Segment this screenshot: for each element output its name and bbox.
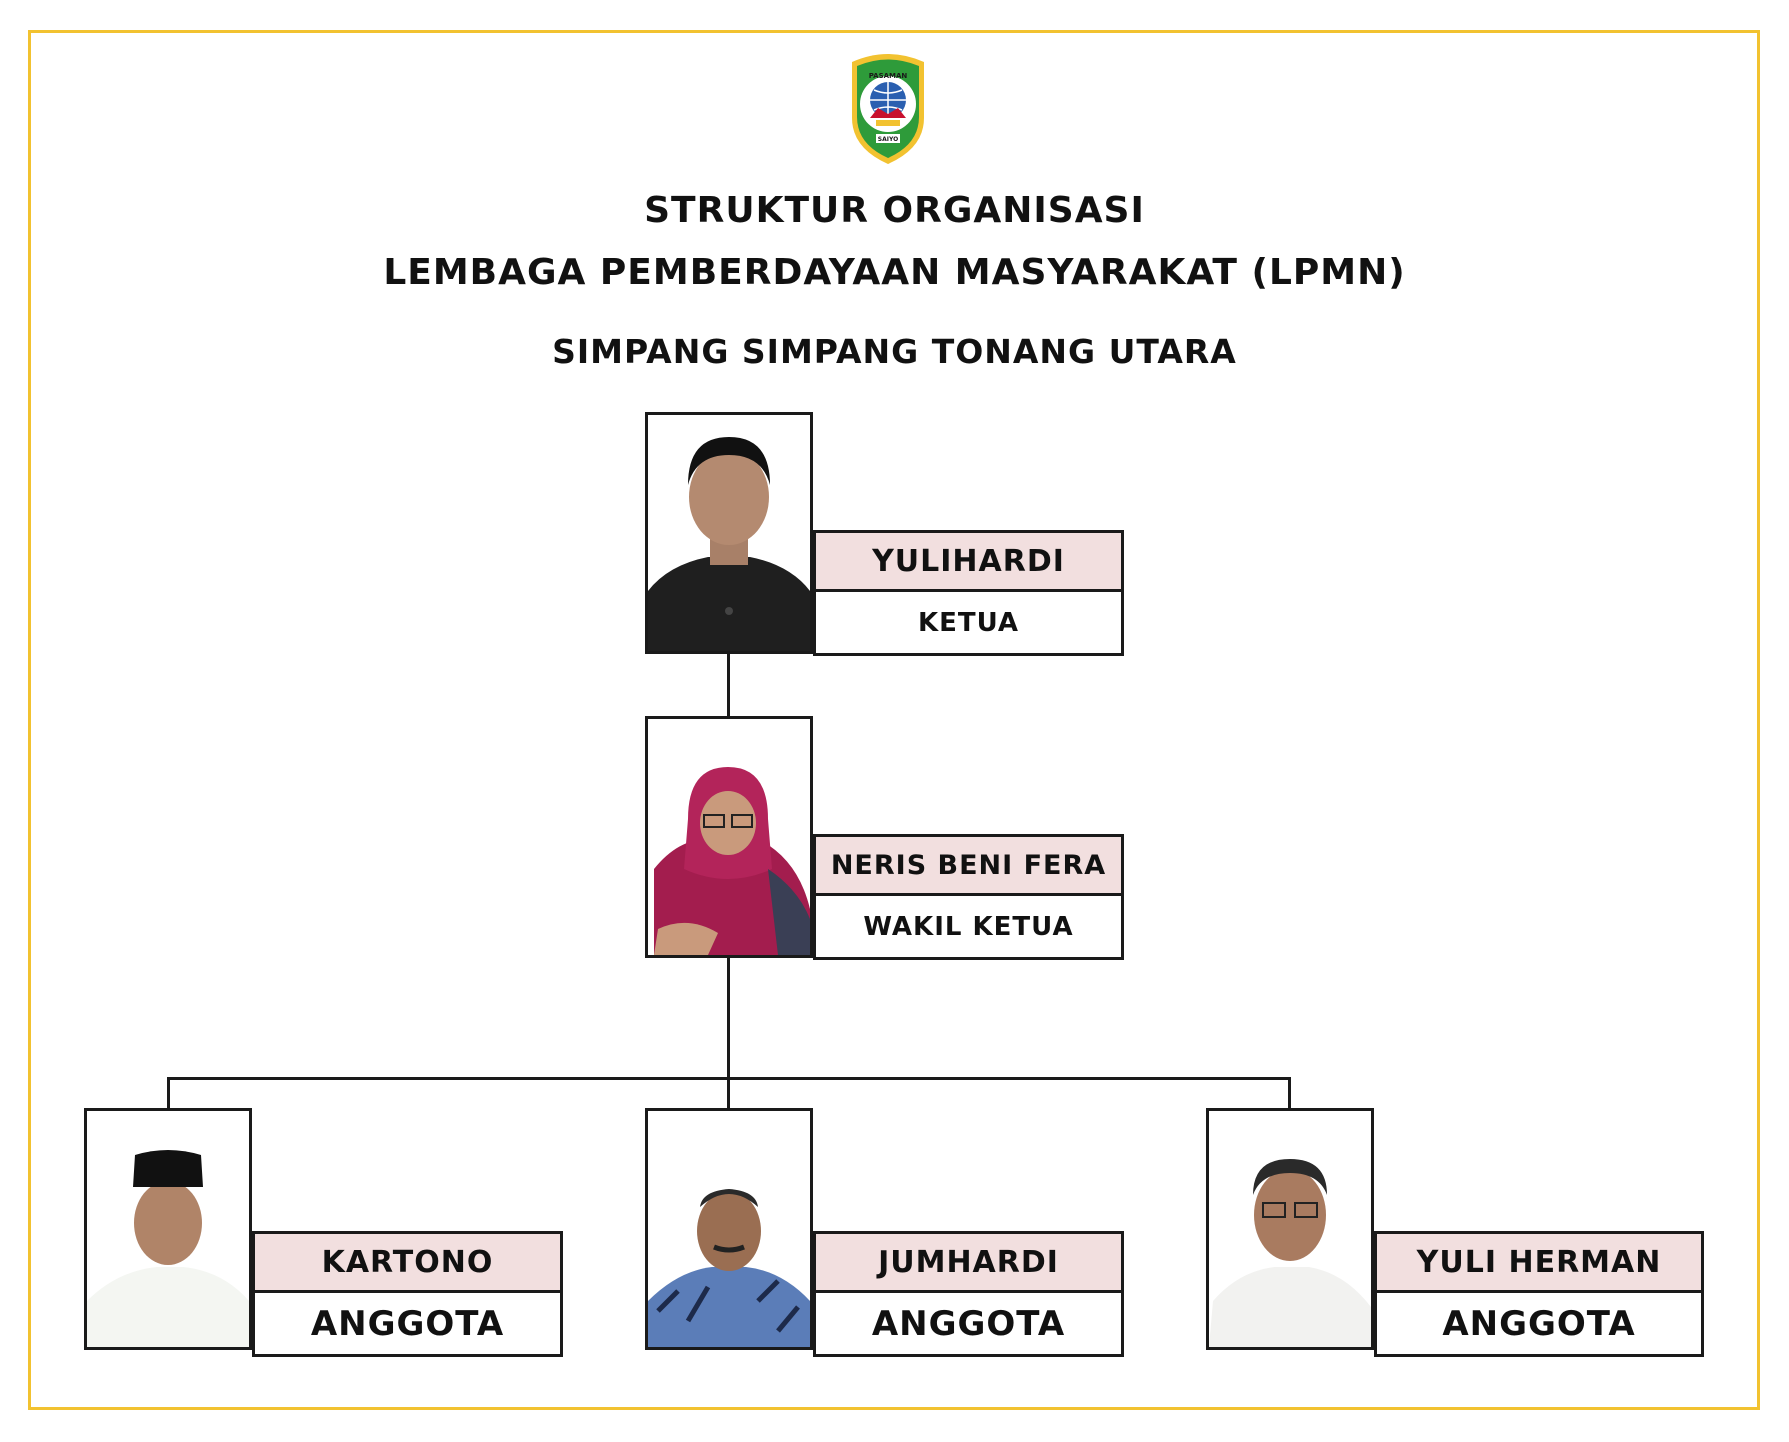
role-box-anggota-2: ANGGOTA bbox=[813, 1293, 1124, 1357]
logo-text-top: PASAMAN bbox=[869, 72, 908, 80]
chart-title-line1: STRUKTUR ORGANISASI bbox=[644, 190, 1145, 231]
member-name: KARTONO bbox=[321, 1244, 494, 1280]
role-box-anggota-3: ANGGOTA bbox=[1374, 1293, 1704, 1357]
role-box-ketua: KETUA bbox=[813, 592, 1124, 656]
photo-yulihardi bbox=[645, 412, 813, 654]
connector-ketua-wakil bbox=[727, 654, 730, 716]
role-box-anggota-1: ANGGOTA bbox=[252, 1293, 563, 1357]
member-name: YULIHARDI bbox=[872, 543, 1065, 579]
connector-wakil-down bbox=[727, 956, 730, 1108]
member-role: ANGGOTA bbox=[1442, 1303, 1636, 1344]
name-box-kartono: KARTONO bbox=[252, 1231, 563, 1293]
member-name: NERIS BENI FERA bbox=[830, 849, 1107, 881]
member-role: ANGGOTA bbox=[310, 1303, 505, 1344]
page-frame bbox=[28, 30, 1760, 1410]
name-box-yulihardi: YULIHARDI bbox=[813, 530, 1124, 592]
photo-neris-beni-fera bbox=[645, 716, 813, 958]
name-box-jumhardi: JUMHARDI bbox=[813, 1231, 1124, 1293]
member-role: KETUA bbox=[917, 607, 1020, 638]
member-role: WAKIL KETUA bbox=[863, 911, 1074, 942]
member-role: ANGGOTA bbox=[871, 1303, 1066, 1344]
photo-yuli-herman bbox=[1206, 1108, 1374, 1350]
member-name: JUMHARDI bbox=[878, 1244, 1059, 1280]
chart-subtitle: SIMPANG SIMPANG TONANG UTARA bbox=[552, 332, 1237, 371]
member-name: YULI HERMAN bbox=[1416, 1244, 1662, 1280]
chart-title-line2: LEMBAGA PEMBERDAYAAN MASYARAKAT (LPMN) bbox=[383, 252, 1406, 293]
photo-kartono bbox=[84, 1108, 252, 1350]
pasaman-crest-logo: PASAMAN SAIYO bbox=[852, 54, 924, 164]
connector-to-yuli-herman bbox=[1288, 1077, 1291, 1108]
role-box-wakil-ketua: WAKIL KETUA bbox=[813, 896, 1124, 960]
name-box-neris-beni-fera: NERIS BENI FERA bbox=[813, 834, 1124, 896]
name-box-yuli-herman: YULI HERMAN bbox=[1374, 1231, 1704, 1293]
logo-text-bottom: SAIYO bbox=[878, 136, 898, 143]
photo-jumhardi bbox=[645, 1108, 813, 1350]
connector-horizontal bbox=[167, 1077, 1291, 1080]
connector-to-kartono bbox=[167, 1077, 170, 1108]
